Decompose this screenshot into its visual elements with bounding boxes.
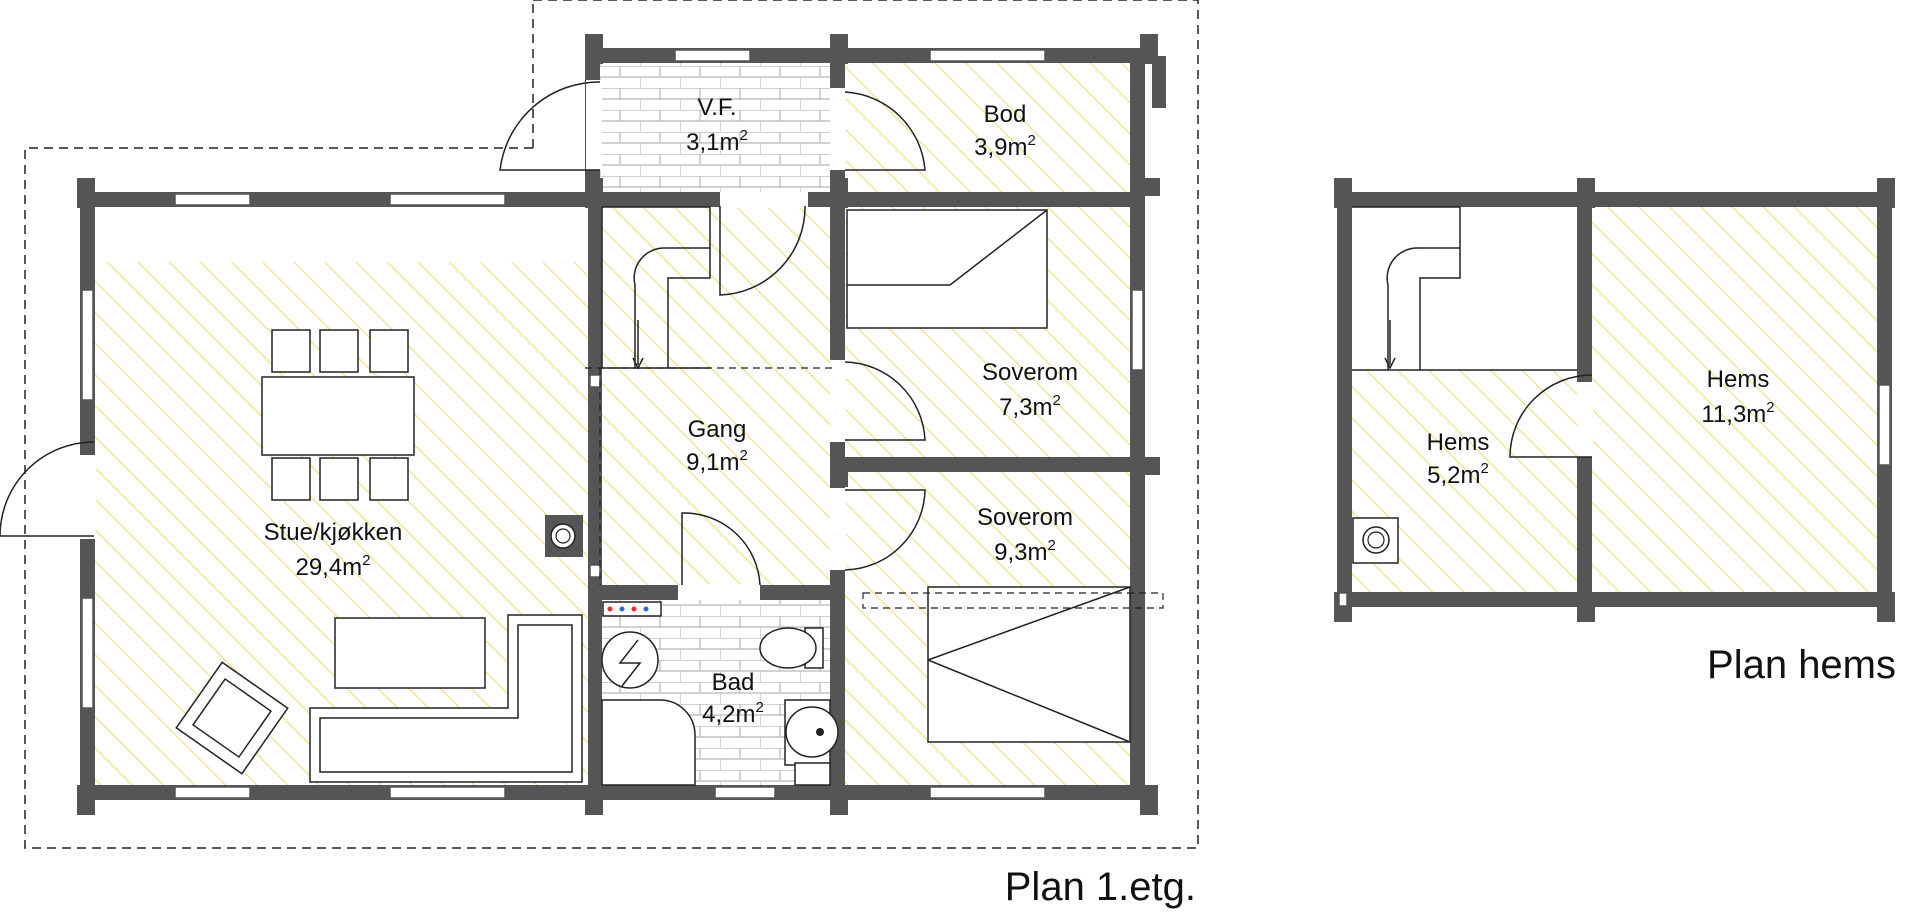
stair	[585, 206, 832, 585]
room-fill-hems2	[1592, 207, 1879, 592]
wall-top-vf-bod	[585, 48, 1145, 63]
wall-mid-top	[585, 192, 1145, 207]
loft-wall-top	[1337, 192, 1892, 207]
wall-posts	[77, 34, 1166, 815]
wall-bad-top	[588, 585, 678, 600]
wall-soverom-divider	[830, 457, 1145, 472]
loft-window	[1878, 384, 1891, 466]
label-gang-area: 9,1m2	[686, 447, 748, 476]
loft-wall-left	[1337, 192, 1352, 607]
label-stue-area: 29,4m2	[295, 552, 370, 581]
label-hems1-area: 5,2m2	[1427, 460, 1489, 489]
wall-right	[1130, 48, 1145, 800]
label-soverom2-area: 9,3m2	[994, 537, 1056, 566]
label-gang-name: Gang	[688, 416, 747, 443]
wall-bad-top2	[760, 585, 845, 600]
label-stue-name: Stue/kjøkken	[264, 519, 403, 546]
wood-stove-icon	[545, 515, 583, 557]
doors	[0, 80, 926, 600]
label-bad-name: Bad	[712, 669, 755, 696]
loft-door	[1509, 374, 1593, 458]
label-bod-area: 3,9m2	[974, 132, 1036, 161]
roof-outline	[24, 0, 1199, 849]
label-bad-area: 4,2m2	[702, 699, 764, 728]
label-hems2-name: Hems	[1707, 366, 1770, 393]
loft-wall-bottom	[1337, 592, 1892, 607]
label-hems1-name: Hems	[1427, 429, 1490, 456]
bathroom-fixtures	[601, 601, 839, 786]
label-vf-area: 3,1m2	[686, 127, 748, 156]
loft-vent	[1338, 592, 1348, 607]
dining-table-set	[261, 329, 415, 501]
label-soverom1-area: 7,3m2	[999, 392, 1061, 421]
ground-floor-plan	[0, 0, 1199, 849]
title-loft: Plan hems	[1707, 643, 1896, 687]
label-bod-name: Bod	[984, 101, 1027, 128]
wall-stue-top	[80, 192, 600, 207]
wall-stue-gang	[588, 192, 602, 800]
room-labels: V.F. 3,1m2 Bod 3,9m2 Soverom 7,3m2 Gang …	[264, 94, 1775, 728]
room-fill-gang	[600, 207, 832, 585]
title-ground-floor: Plan 1.etg.	[1005, 865, 1196, 909]
windows	[81, 49, 1144, 799]
label-soverom2-name: Soverom	[977, 504, 1073, 531]
chimney-icon	[1352, 517, 1399, 564]
label-soverom1-name: Soverom	[982, 359, 1078, 386]
label-hems2-area: 11,3m2	[1701, 399, 1774, 428]
bed-soverom2	[862, 586, 1164, 743]
room-fill-vf	[600, 62, 832, 192]
loft-stair	[1352, 206, 1577, 371]
bed-soverom1	[846, 209, 1048, 329]
armchair	[175, 661, 289, 775]
label-vf-name: V.F.	[697, 94, 736, 121]
sofa	[309, 614, 583, 783]
loft-plan	[1334, 178, 1895, 622]
wall-bottom	[80, 785, 1145, 800]
